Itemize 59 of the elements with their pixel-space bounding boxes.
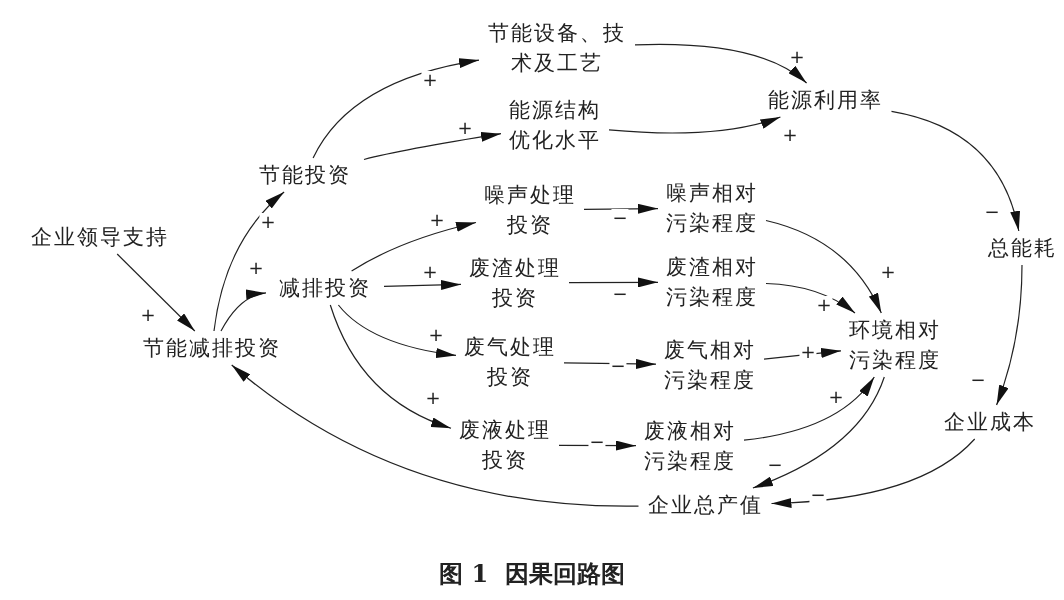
polarity-sign: + xyxy=(421,263,439,281)
polarity-sign: + xyxy=(781,126,799,144)
variable-label: 废气相对污染程度 xyxy=(660,335,760,395)
variable-label: 节能设备、技术及工艺 xyxy=(483,18,631,78)
arrow xyxy=(116,253,196,332)
arrow xyxy=(231,364,640,507)
variable-label: 废液处理投资 xyxy=(455,415,555,475)
polarity-sign: + xyxy=(799,343,817,361)
polarity-sign: + xyxy=(815,296,833,314)
figure-caption: 图 1 因果回路图 xyxy=(439,558,625,590)
arrow xyxy=(568,277,659,288)
arrow xyxy=(558,440,637,451)
arrow xyxy=(583,203,659,214)
arrow xyxy=(213,191,285,332)
arrow xyxy=(383,279,462,290)
polarity-sign: + xyxy=(247,259,265,277)
arrow xyxy=(770,438,976,508)
variable-label: 环境相对污染程度 xyxy=(845,315,945,375)
polarity-sign: + xyxy=(456,119,474,137)
arrow xyxy=(312,58,480,159)
arrow xyxy=(220,290,267,332)
variable-label: 企业成本 xyxy=(937,407,1043,437)
arrow xyxy=(563,358,657,369)
polarity-sign: + xyxy=(879,263,897,281)
arrow xyxy=(996,264,1023,406)
polarity-sign: + xyxy=(788,48,806,66)
arrow xyxy=(890,110,1020,232)
arrow xyxy=(763,348,842,360)
polarity-sign: + xyxy=(424,389,442,407)
arrow xyxy=(752,376,885,489)
polarity-sign: + xyxy=(827,388,845,406)
variable-label: 能源结构优化水平 xyxy=(505,95,605,155)
variable-label: 减排投资 xyxy=(270,273,380,303)
arrow xyxy=(363,132,502,161)
polarity-sign: + xyxy=(428,211,446,229)
polarity-sign: + xyxy=(139,306,157,324)
variable-label: 噪声处理投资 xyxy=(480,180,580,240)
arrow xyxy=(351,221,477,272)
variable-label: 企业总产值 xyxy=(642,490,768,520)
arrow xyxy=(765,219,882,314)
polarity-sign: + xyxy=(421,71,439,89)
arrow xyxy=(765,282,856,314)
variable-label: 节能减排投资 xyxy=(132,333,292,363)
variable-label: 废液相对污染程度 xyxy=(640,416,740,476)
arrow xyxy=(329,304,452,429)
variable-label: 能源利用率 xyxy=(762,85,888,115)
arrow xyxy=(337,304,457,358)
polarity-sign: + xyxy=(427,326,445,344)
arrow xyxy=(743,376,875,441)
variable-label: 噪声相对污染程度 xyxy=(662,178,762,238)
variable-label: 企业领导支持 xyxy=(20,222,180,252)
variable-label: 节能投资 xyxy=(250,160,360,190)
variable-label: 废渣相对污染程度 xyxy=(662,252,762,312)
polarity-sign: + xyxy=(259,213,277,231)
arrow xyxy=(608,116,781,134)
variable-label: 废气处理投资 xyxy=(460,332,560,392)
variable-label: 废渣处理投资 xyxy=(465,253,565,313)
arrow xyxy=(634,43,808,84)
variable-label: 总能耗 xyxy=(982,233,1062,263)
